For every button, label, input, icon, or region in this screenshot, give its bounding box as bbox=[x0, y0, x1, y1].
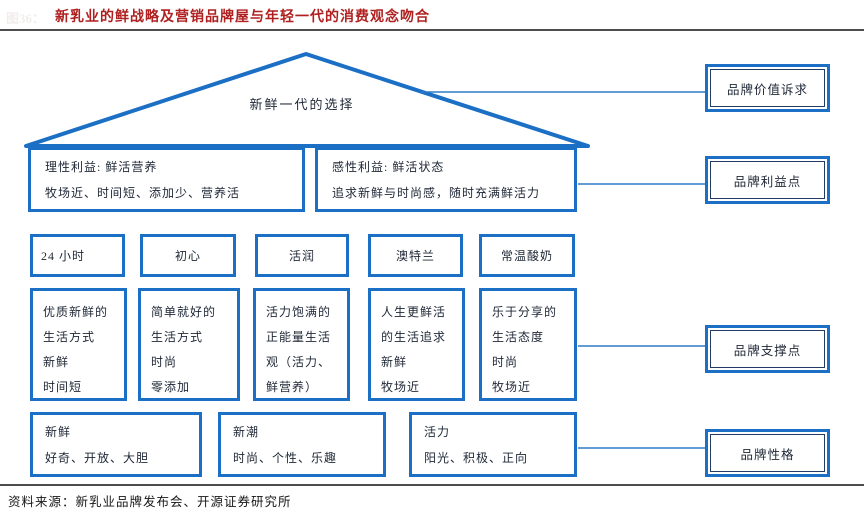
personality-title: 新潮 bbox=[233, 425, 260, 439]
support-line: 优质新鲜的 bbox=[43, 305, 109, 319]
support-line: 生活态度 bbox=[492, 330, 545, 344]
support-line: 乐于分享的 bbox=[492, 305, 558, 319]
benefit-box-rational: 理性利益: 鲜活营养 牧场近、时间短、添加少、营养活 bbox=[28, 147, 305, 212]
support-line: 正能量生活 bbox=[266, 330, 332, 344]
support-line: 生活方式 bbox=[151, 330, 204, 344]
brand-box-24h: 24 小时 bbox=[30, 234, 125, 277]
brand-box-changwen: 常温酸奶 bbox=[479, 234, 575, 277]
title-rule bbox=[0, 29, 864, 31]
roof-label: 新鲜一代的选择 bbox=[249, 97, 355, 112]
personality-box-fresh: 新鲜 好奇、开放、大胆 bbox=[30, 412, 202, 477]
side-label-text: 品牌性格 bbox=[710, 434, 825, 472]
side-label-text: 品牌利益点 bbox=[710, 161, 825, 199]
personality-traits: 好奇、开放、大胆 bbox=[45, 451, 150, 465]
side-label-brand-support: 品牌支撑点 bbox=[705, 325, 830, 373]
support-line: 时尚 bbox=[492, 355, 519, 369]
figure-title: 新乳业的鲜战略及营销品牌屋与年轻一代的消费观念吻合 bbox=[55, 10, 430, 25]
support-box-3: 活力饱满的 正能量生活 观（活力、 鲜营养） bbox=[253, 288, 350, 401]
support-box-1: 优质新鲜的 生活方式 新鲜 时间短 bbox=[30, 288, 127, 401]
figure-number-label: 图36： bbox=[6, 11, 46, 26]
support-line: 人生更鲜活 bbox=[381, 305, 447, 319]
benefit-rational-line2: 牧场近、时间短、添加少、营养活 bbox=[45, 186, 241, 200]
personality-title: 活力 bbox=[424, 425, 451, 439]
personality-box-vitality: 活力 阳光、积极、正向 bbox=[409, 412, 577, 477]
benefit-box-emotional: 感性利益: 鲜活状态 追求新鲜与时尚感，随时充满鲜活力 bbox=[315, 147, 577, 212]
side-label-text: 品牌支撑点 bbox=[710, 330, 825, 368]
personality-traits: 阳光、积极、正向 bbox=[424, 451, 529, 465]
support-box-4: 人生更鲜活 的生活追求 新鲜 牧场近 bbox=[368, 288, 465, 401]
support-line: 牧场近 bbox=[492, 380, 532, 394]
support-line: 时尚 bbox=[151, 355, 178, 369]
support-line: 牧场近 bbox=[381, 380, 421, 394]
benefit-emotional-line1: 感性利益: 鲜活状态 bbox=[332, 160, 445, 174]
source-note: 资料来源：新乳业品牌发布会、开源证券研究所 bbox=[8, 495, 292, 509]
support-line: 时间短 bbox=[43, 380, 83, 394]
support-box-5: 乐于分享的 生活态度 时尚 牧场近 bbox=[479, 288, 577, 401]
support-line: 的生活追求 bbox=[381, 330, 447, 344]
support-line: 观（活力、 bbox=[266, 355, 332, 369]
brand-box-huorun: 活润 bbox=[255, 234, 349, 277]
benefit-emotional-line2: 追求新鲜与时尚感，随时充满鲜活力 bbox=[332, 186, 541, 200]
side-label-text: 品牌价值诉求 bbox=[710, 69, 825, 107]
roof-triangle bbox=[24, 52, 590, 148]
brand-box-aotelan: 澳特兰 bbox=[368, 234, 463, 277]
side-label-brand-benefit: 品牌利益点 bbox=[705, 156, 830, 204]
support-line: 生活方式 bbox=[43, 330, 96, 344]
side-label-brand-character: 品牌性格 bbox=[705, 429, 830, 477]
support-box-2: 简单就好的 生活方式 时尚 零添加 bbox=[138, 288, 240, 401]
support-line: 零添加 bbox=[151, 380, 191, 394]
benefit-rational-line1: 理性利益: 鲜活营养 bbox=[45, 160, 158, 174]
support-line: 活力饱满的 bbox=[266, 305, 332, 319]
footer-rule bbox=[0, 484, 864, 486]
personality-traits: 时尚、个性、乐趣 bbox=[233, 451, 338, 465]
support-line: 简单就好的 bbox=[151, 305, 217, 319]
support-line: 新鲜 bbox=[43, 355, 70, 369]
side-label-brand-value: 品牌价值诉求 bbox=[705, 64, 830, 112]
support-line: 鲜营养） bbox=[266, 380, 319, 394]
personality-title: 新鲜 bbox=[45, 425, 72, 439]
brand-box-chuxin: 初心 bbox=[140, 234, 236, 277]
support-line: 新鲜 bbox=[381, 355, 408, 369]
personality-box-trendy: 新潮 时尚、个性、乐趣 bbox=[218, 412, 386, 477]
